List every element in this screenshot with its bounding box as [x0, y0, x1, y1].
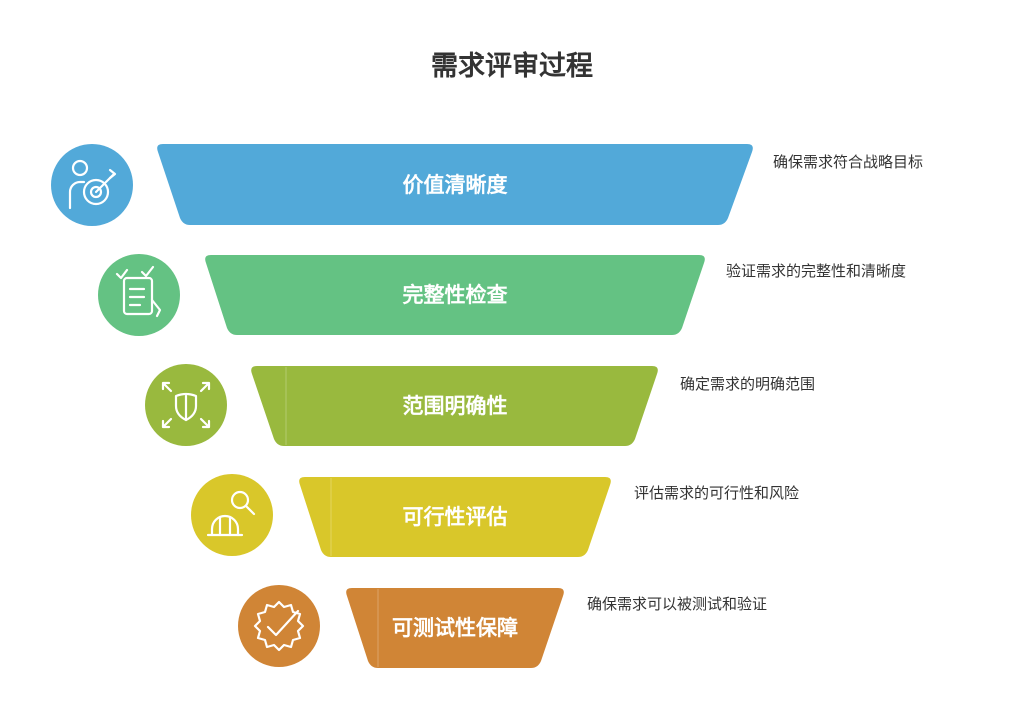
diagram-title: 需求评审过程 — [431, 51, 593, 82]
stage-5-label: 可测试性保障 — [392, 616, 518, 640]
stage-2: 完整性检查 — [98, 254, 705, 336]
stage-1-icon-circle — [51, 144, 133, 226]
gear-check-icon — [253, 600, 305, 652]
stage-4-description: 评估需求的可行性和风险 — [634, 484, 800, 502]
stage-3-band — [251, 366, 658, 446]
stage-1: 价值清晰度 — [51, 144, 753, 226]
stage-5-band — [346, 588, 564, 668]
person-target-icon — [68, 159, 117, 210]
stage-4-icon-circle — [191, 474, 273, 556]
stage-5-description: 确保需求可以被测试和验证 — [587, 595, 768, 613]
stage-2-description: 验证需求的完整性和清晰度 — [726, 262, 907, 280]
stage-1-band — [157, 144, 753, 225]
stage-4-label: 可行性评估 — [403, 505, 508, 529]
stage-3: 范围明确性 — [145, 364, 658, 446]
stage-3-description: 确定需求的明确范围 — [680, 375, 816, 393]
helmet-magnifier-icon — [206, 490, 256, 537]
stage-5: 可测试性保障 — [238, 585, 564, 668]
stage-2-band — [205, 255, 705, 335]
shield-arrows-icon — [161, 381, 211, 429]
stage-5-icon-circle — [238, 585, 320, 667]
stage-2-icon-circle — [98, 254, 180, 336]
stage-1-label: 价值清晰度 — [403, 173, 508, 197]
stage-4-band — [299, 477, 611, 557]
stage-2-label: 完整性检查 — [403, 283, 508, 307]
checklist-icon — [115, 265, 162, 318]
stage-4: 可行性评估 — [191, 474, 611, 557]
stage-3-label: 范围明确性 — [403, 394, 508, 418]
stage-1-description: 确保需求符合战略目标 — [773, 153, 924, 171]
